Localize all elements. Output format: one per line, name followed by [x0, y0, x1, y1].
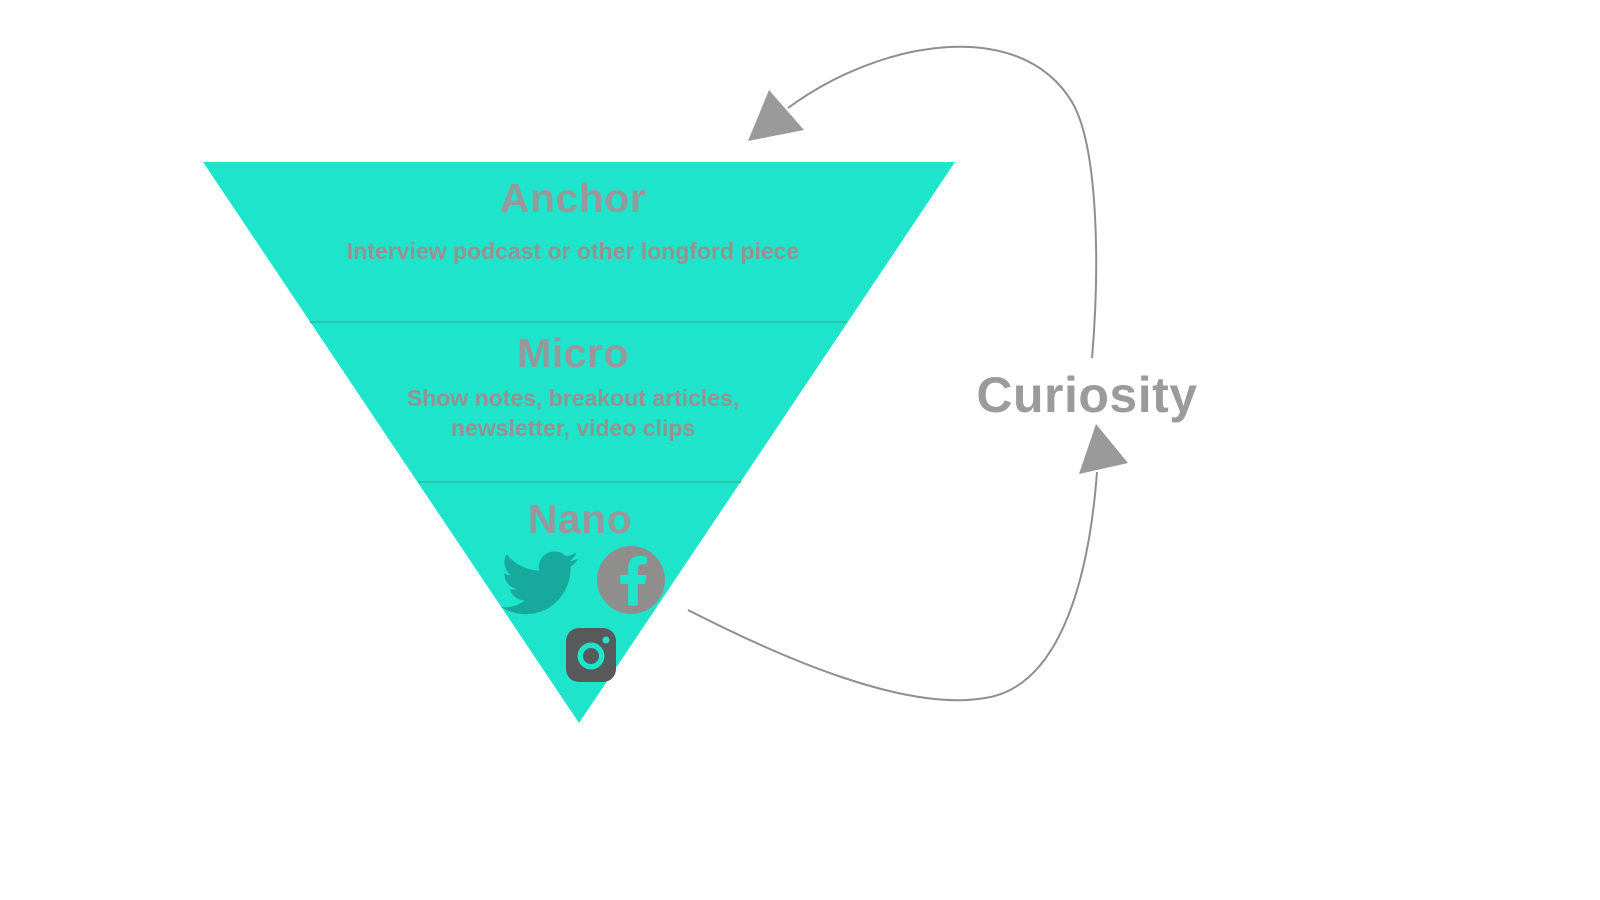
funnel-triangle [203, 162, 955, 723]
loop-arc-bottom [687, 471, 1098, 702]
loop-arrowhead-top [748, 90, 804, 141]
funnel: Anchor Interview podcast or other longfo… [203, 162, 955, 723]
funnel-level-anchor-title: Anchor [500, 175, 647, 221]
loop-arrowhead-bottom [1079, 424, 1128, 474]
funnel-level-micro-subtitle-line1: Show notes, breakout articles, [407, 385, 739, 411]
funnel-level-nano-title: Nano [528, 496, 633, 542]
twitter-icon [501, 551, 579, 615]
funnel-level-micro-title: Micro [517, 330, 629, 376]
curiosity-loop: Curiosity [687, 45, 1197, 702]
loop-arc-top [787, 45, 1098, 359]
funnel-level-micro-subtitle-line2: newsletter, video clips [451, 415, 695, 441]
facebook-icon [597, 546, 665, 614]
curiosity-label: Curiosity [976, 367, 1197, 423]
funnel-level-anchor-subtitle: Interview podcast or other longford piec… [347, 238, 799, 264]
instagram-icon [566, 628, 616, 682]
